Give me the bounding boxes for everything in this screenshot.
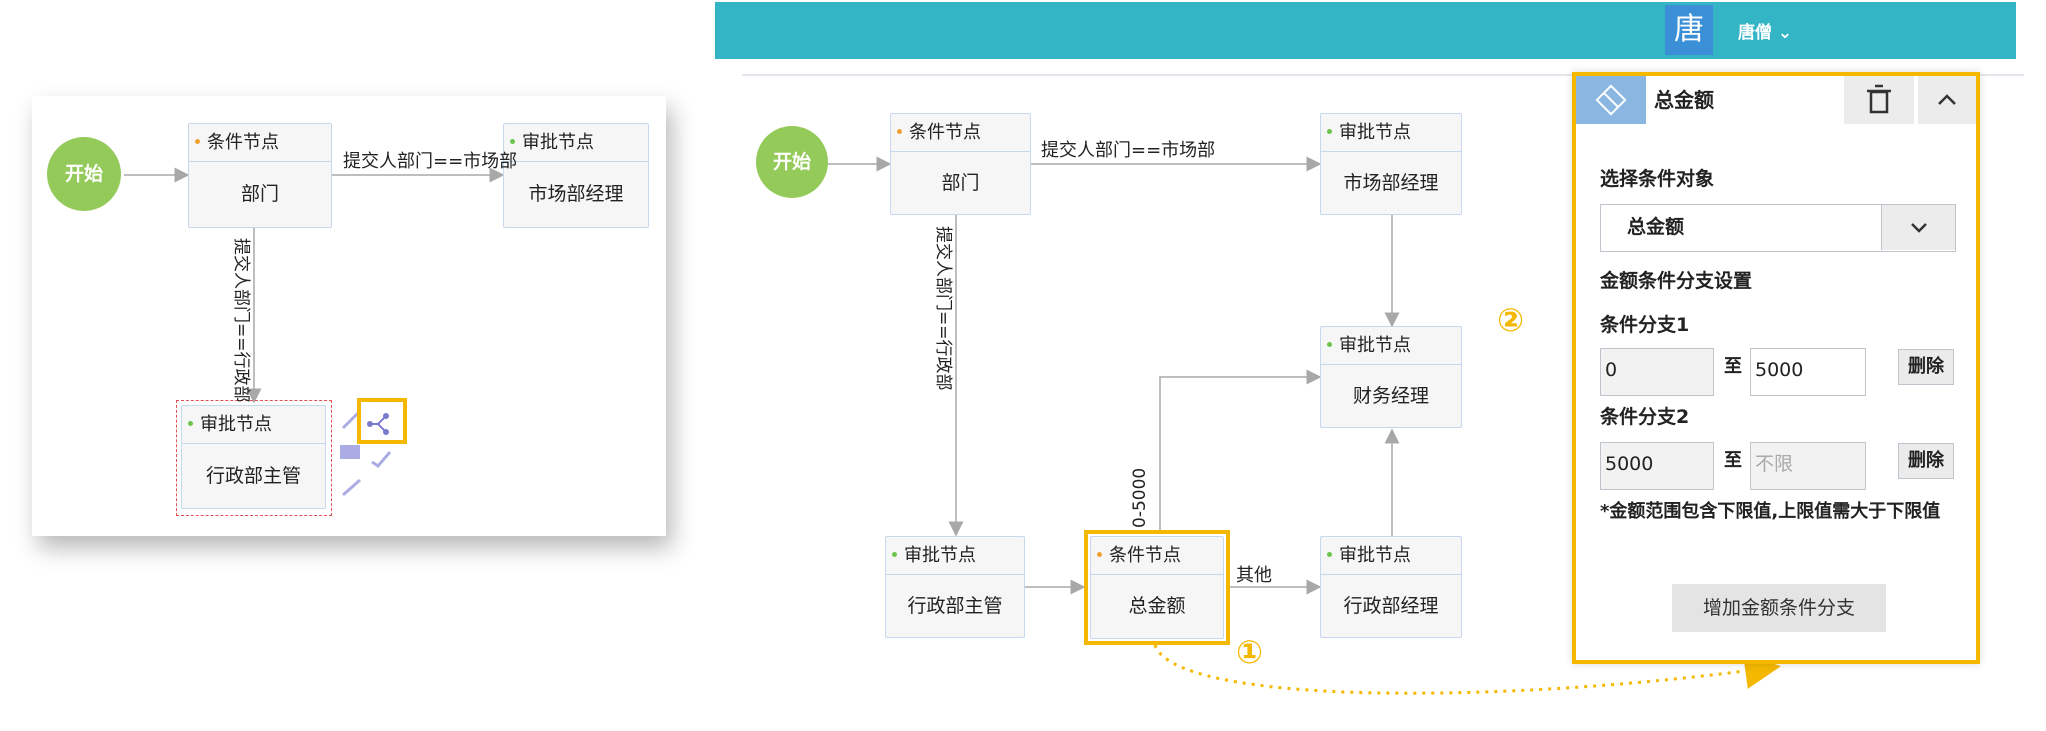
property-panel: 总金额 选择条件对象 总金额 金额条件分支设置 条件分支1 0 至 5000 删… [1572,72,1980,664]
node-type-label: 审批节点 [904,545,976,566]
condition-node-amount[interactable]: 条件节点 总金额 [1090,536,1224,639]
approval-node-admin-manager[interactable]: 审批节点 行政部经理 [1320,536,1462,638]
branch-icon [367,413,389,435]
chevron-up-icon [1938,94,1956,105]
add-branch-button[interactable]: 增加金额条件分支 [1672,584,1886,632]
range-note: *金额范围包含下限值,上限值需大于下限值 [1600,501,1941,522]
step-marker-2: ② [1497,301,1525,339]
branch2-label: 条件分支2 [1600,406,1690,428]
trash-icon [1867,84,1891,114]
approval-node-market[interactable]: 审批节点 市场部经理 [503,123,649,228]
node-type-label: 审批节点 [1339,335,1411,356]
node-name: 市场部经理 [1343,172,1439,194]
branch1-label: 条件分支1 [1600,314,1690,336]
branch2-to-input[interactable]: 不限 [1750,442,1866,490]
node-type-label: 条件节点 [207,132,279,153]
chevron-down-icon: ⌄ [1777,23,1793,43]
node-type-label: 审批节点 [522,132,594,153]
select-value: 总金额 [1627,216,1685,238]
node-name: 总金额 [1128,595,1186,617]
node-tool-icons [340,411,392,497]
branch1-to-word: 至 [1724,356,1742,377]
divider [742,74,2024,76]
start-node[interactable]: 开始 [47,137,121,211]
approval-node-admin[interactable]: 审批节点 行政部主管 [181,405,326,509]
collapse-button[interactable] [1918,76,1976,124]
select-object-label: 选择条件对象 [1600,168,1715,190]
condition-node-dept[interactable]: 条件节点 部门 [188,123,332,228]
node-name: 行政部经理 [1343,595,1439,617]
start-node[interactable]: 开始 [756,126,828,198]
section-title: 金额条件分支设置 [1600,270,1753,292]
approval-node-admin[interactable]: 审批节点 行政部主管 [885,536,1025,638]
edge-label-admin: 提交人部门==行政部 [231,238,251,403]
node-name: 行政部主管 [205,465,301,487]
branch1-to-input[interactable]: 5000 [1750,348,1866,396]
callout-arrow [1153,644,1781,695]
delete-node-button[interactable] [1844,76,1914,124]
node-type-label: 审批节点 [1339,545,1411,566]
approval-node-finance[interactable]: 审批节点 财务经理 [1320,326,1462,428]
branch2-delete-button[interactable]: 删除 [1898,443,1954,479]
panel-title[interactable]: 总金额 [1654,88,1714,112]
step-marker-1: ① [1236,633,1264,671]
node-name: 部门 [941,172,980,194]
edge-label-range: 0-5000 [1130,467,1150,528]
selected-node-outline [176,400,332,516]
edge-amount-finance [1159,369,1322,531]
edge-label-other: 其他 [1236,565,1272,586]
condition-type-icon [1576,76,1646,124]
condition-object-select[interactable]: 总金额 [1600,204,1956,252]
user-menu[interactable]: 唐僧 ⌄ [1738,18,1792,43]
edge-label-market: 提交人部门==市场部 [343,151,518,172]
node-type-label: 条件节点 [1109,545,1181,566]
condition-node-dept[interactable]: 条件节点 部门 [890,113,1031,215]
edge-label-admin: 提交人部门==行政部 [933,226,953,391]
node-name: 行政部主管 [907,595,1003,617]
node-name: 部门 [240,183,279,205]
node-type-label: 审批节点 [200,414,272,435]
property-panel-header: 总金额 [1576,76,1976,124]
node-type-label: 条件节点 [909,122,981,143]
node-name: 财务经理 [1352,385,1429,407]
top-bar [715,2,2016,59]
branch1-from-input[interactable]: 0 [1600,348,1714,396]
branch2-to-word: 至 [1724,450,1742,471]
approval-node-market[interactable]: 审批节点 市场部经理 [1320,113,1462,215]
selected-amount-outline [1084,530,1230,645]
chevron-down-icon [1881,205,1955,250]
branch1-delete-button[interactable]: 删除 [1898,349,1954,385]
avatar[interactable]: 唐 [1665,5,1713,55]
branch-tool-highlight[interactable] [357,398,407,444]
branch2-from-input[interactable]: 5000 [1600,442,1714,490]
edge-label-market: 提交人部门==市场部 [1041,140,1216,161]
node-type-label: 审批节点 [1339,122,1411,143]
node-name: 市场部经理 [528,183,624,205]
user-name: 唐僧 [1738,23,1772,43]
